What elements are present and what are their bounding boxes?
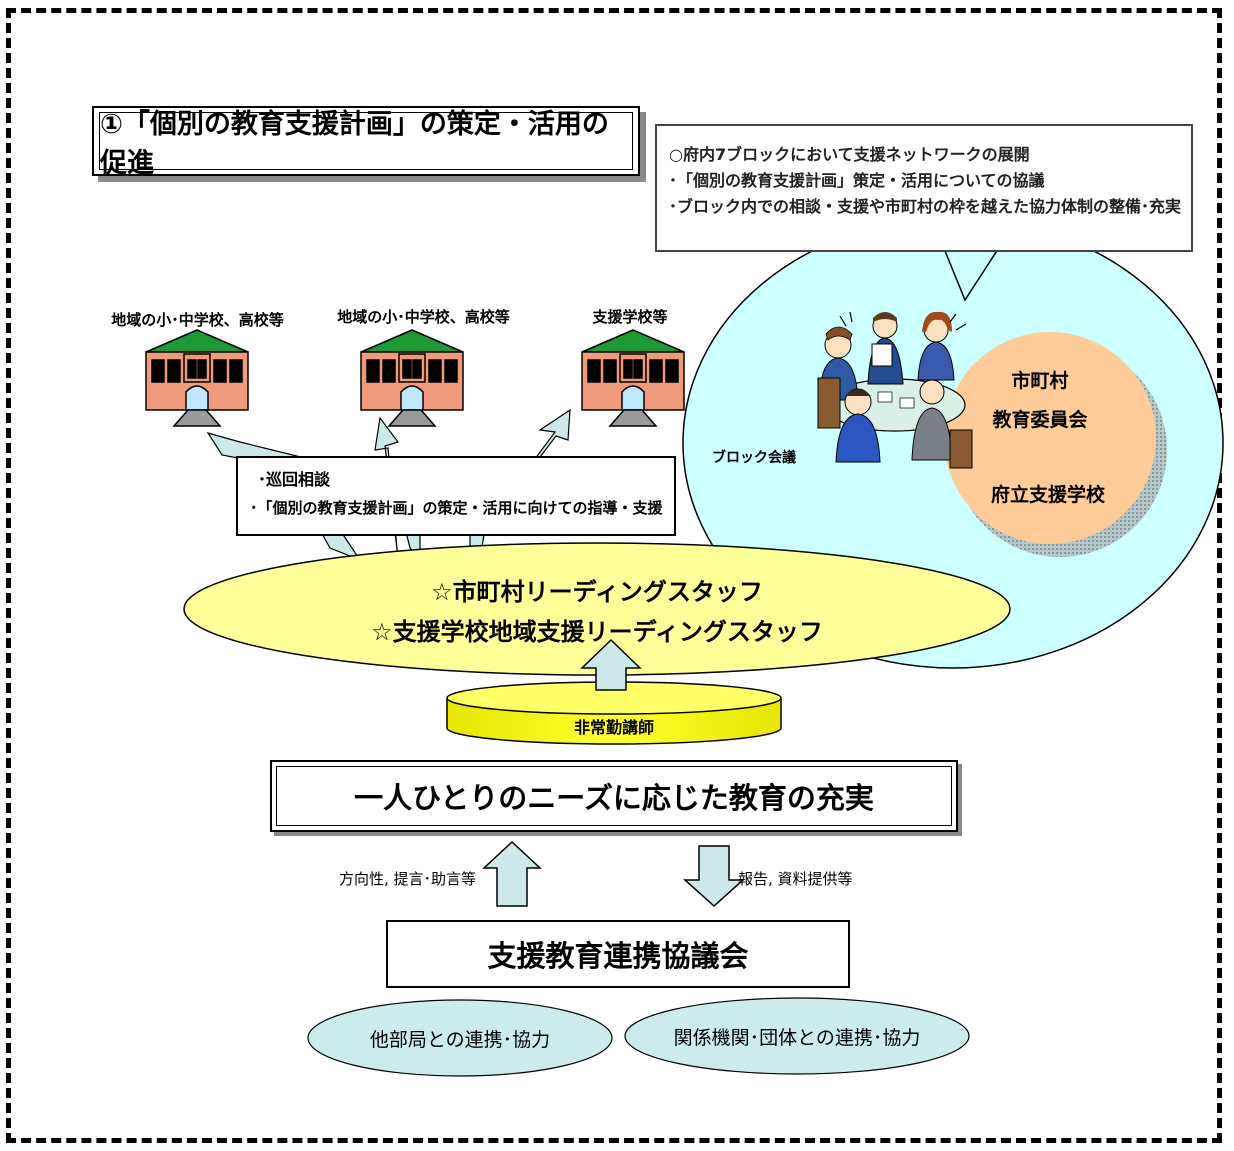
support-box: ･巡回相談 ･「個別の教育支援計画」の策定・活用に向けての指導・支援 xyxy=(236,456,676,536)
leading-staff-text: ☆市町村リーディングスタッフ ☆支援学校地域支援リーディングスタッフ xyxy=(297,572,897,652)
member-label: 教育委員会 xyxy=(992,409,1088,431)
arrow-up-label: 方向性, 提言･助言等 xyxy=(339,870,477,888)
council-box: 支援教育連携協議会 xyxy=(386,920,850,988)
member-label: 市町村 xyxy=(1011,370,1069,392)
main-goal-box: 一人ひとりのニーズに応じた教育の充実 xyxy=(270,760,958,832)
cooperation-label: 関係機関･団体との連携･協力 xyxy=(673,1026,921,1049)
school-building-2 xyxy=(360,329,464,427)
title-box: ①「個別の教育支援計画」の策定・活用の促進 xyxy=(92,106,640,179)
arrow-down-to-council xyxy=(683,845,745,908)
callout-box: ○府内7ブロックにおいて支援ネットワークの展開 ･「個別の教育支援計画」策定・活… xyxy=(655,124,1193,252)
arrow-down-label: 報告, 資料提供等 xyxy=(738,870,853,888)
meeting-people-illustration xyxy=(817,311,973,469)
leading-staff-line: ☆支援学校地域支援リーディングスタッフ xyxy=(371,618,823,646)
callout-line: ○府内7ブロックにおいて支援ネットワークの展開 xyxy=(669,145,1030,164)
arrow-up-to-staff xyxy=(580,638,642,691)
cooperation-label: 他部局との連携･協力 xyxy=(369,1028,551,1051)
member-label: 府立支援学校 xyxy=(990,484,1105,506)
page-title: ①「個別の教育支援計画」の策定・活用の促進 xyxy=(99,109,633,179)
part-time-cylinder xyxy=(446,681,782,745)
orange-member-circle xyxy=(944,332,1156,544)
support-line: ･「個別の教育支援計画」の策定・活用に向けての指導・支援 xyxy=(250,499,663,517)
school-label: 地域の小･中学校、高校等 xyxy=(337,308,510,326)
callout-line: ･「個別の教育支援計画」策定・活用についての協議 xyxy=(669,171,1045,190)
other-depts-ellipse xyxy=(307,999,613,1077)
leading-staff-line: ☆市町村リーディングスタッフ xyxy=(431,578,763,606)
school-building-3 xyxy=(581,329,685,427)
school-building-1 xyxy=(145,329,249,427)
related-orgs-ellipse xyxy=(624,997,970,1075)
dashed-frame xyxy=(6,8,1222,1143)
main-goal-text: 一人ひとりのニーズに応じた教育の充実 xyxy=(276,766,952,826)
block-meeting-label: ブロック会議 xyxy=(712,450,796,466)
school-label: 地域の小･中学校、高校等 xyxy=(111,311,284,329)
callout-line: ･ブロック内での相談・支援や市町村の枠を越えた協力体制の整備･充実 xyxy=(669,197,1182,216)
school-label: 支援学校等 xyxy=(592,308,668,326)
part-time-label: 非常勤講師 xyxy=(573,718,654,737)
support-line: ･巡回相談 xyxy=(258,470,331,489)
arrow-up-to-goal xyxy=(482,840,542,907)
